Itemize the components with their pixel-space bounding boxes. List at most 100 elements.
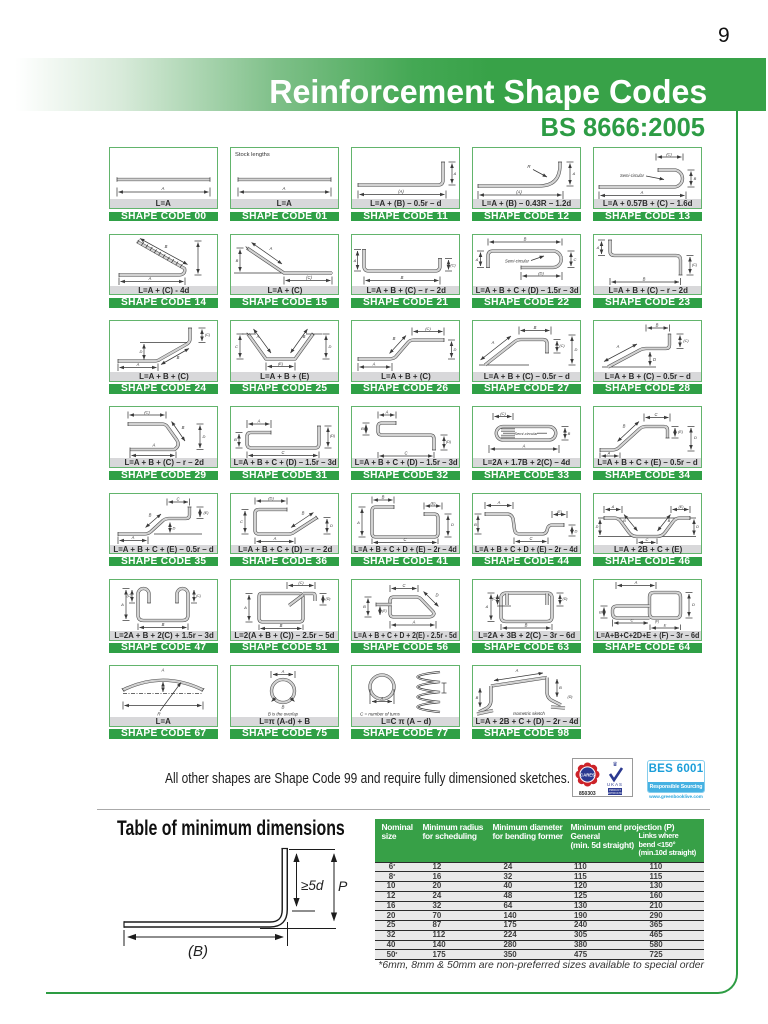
- svg-text:A: A: [380, 696, 384, 701]
- svg-text:A: A: [152, 442, 156, 447]
- svg-text:A: A: [357, 520, 361, 525]
- svg-text:D: D: [692, 602, 695, 607]
- svg-text:B: B: [235, 437, 238, 442]
- svg-text:CARES: CARES: [580, 772, 595, 777]
- svg-text:B: B: [165, 244, 168, 249]
- svg-text:B: B: [364, 604, 367, 609]
- svg-text:B: B: [668, 518, 671, 523]
- svg-text:(C): (C): [493, 597, 497, 601]
- svg-text:(E): (E): [557, 510, 563, 514]
- svg-text:(D): (D): [326, 597, 331, 601]
- svg-text:D: D: [575, 347, 578, 352]
- svg-text:A: A: [244, 605, 248, 610]
- svg-text:(E): (E): [278, 361, 284, 366]
- svg-text:D: D: [451, 522, 454, 527]
- svg-text:(D): (D): [446, 440, 452, 444]
- svg-text:A: A: [257, 418, 261, 423]
- svg-text:(C): (C): [197, 594, 202, 598]
- svg-text:B: B: [534, 325, 537, 330]
- svg-text:(C): (C): [145, 409, 151, 414]
- svg-text:C: C: [282, 450, 286, 455]
- svg-text:(E): (E): [431, 501, 437, 505]
- svg-text:B: B: [302, 511, 305, 516]
- svg-text:D: D: [454, 347, 457, 352]
- svg-text:B: B: [282, 704, 285, 709]
- svg-text:A: A: [161, 186, 165, 191]
- svg-text:Stock lengths: Stock lengths: [235, 152, 270, 158]
- svg-text:Semi-circular: Semi-circular: [515, 430, 539, 435]
- svg-text:A: A: [273, 536, 277, 541]
- svg-text:A: A: [148, 276, 152, 281]
- svg-text:(C): (C): [299, 581, 305, 585]
- svg-text:A: A: [282, 186, 286, 191]
- svg-text:CERTIFICATION: CERTIFICATION: [606, 792, 624, 795]
- svg-text:B: B: [568, 431, 571, 436]
- svg-text:≥5d: ≥5d: [301, 878, 324, 893]
- svg-text:D: D: [653, 357, 656, 362]
- svg-text:E: E: [664, 623, 667, 628]
- svg-text:C: C: [655, 411, 659, 416]
- svg-text:B is the overlap: B is the overlap: [268, 711, 299, 716]
- svg-text:B: B: [694, 176, 697, 181]
- svg-text:A: A: [607, 450, 611, 455]
- svg-text:(F): (F): [655, 620, 659, 624]
- svg-text:B: B: [476, 695, 479, 700]
- svg-text:R: R: [528, 164, 532, 169]
- svg-text:B: B: [149, 513, 152, 518]
- svg-text:(E): (E): [204, 511, 210, 515]
- svg-text:B: B: [303, 334, 306, 339]
- svg-text:(C): (C): [501, 410, 507, 415]
- svg-text:(D): (D): [563, 597, 568, 601]
- svg-text:A: A: [515, 668, 519, 673]
- svg-text:D: D: [697, 525, 700, 529]
- svg-text:B: B: [624, 518, 627, 523]
- svg-text:B: B: [600, 610, 603, 615]
- svg-text:A: A: [475, 257, 479, 262]
- svg-text:B: B: [525, 623, 528, 628]
- svg-text:A: A: [640, 190, 644, 195]
- svg-text:C: C: [631, 618, 634, 623]
- svg-text:(C): (C): [667, 151, 673, 156]
- svg-text:A: A: [136, 362, 140, 367]
- svg-text:(C): (C): [451, 264, 457, 268]
- svg-text:(E): (E): [678, 430, 684, 434]
- svg-text:Isometric sketch: Isometric sketch: [514, 711, 546, 716]
- svg-text:C: C: [574, 257, 577, 262]
- svg-text:(C): (C): [205, 333, 211, 337]
- svg-text:(D): (D): [568, 695, 573, 699]
- svg-text:A: A: [256, 334, 260, 339]
- svg-text:A: A: [121, 602, 125, 607]
- svg-text:(D): (D): [539, 270, 545, 275]
- svg-text:B: B: [393, 336, 396, 341]
- svg-text:B: B: [643, 276, 646, 281]
- svg-text:C: C: [235, 344, 238, 349]
- svg-text:B: B: [177, 355, 180, 360]
- svg-text:D: D: [173, 526, 176, 531]
- svg-text:C: C: [404, 537, 408, 542]
- svg-text:C: C: [646, 537, 649, 542]
- svg-text:D: D: [329, 344, 332, 349]
- svg-text:A: A: [385, 409, 389, 414]
- svg-text:D: D: [596, 525, 599, 529]
- svg-text:(C): (C): [692, 263, 698, 267]
- svg-text:D: D: [436, 593, 439, 598]
- svg-text:B: B: [182, 425, 185, 430]
- svg-text:C: C: [405, 450, 409, 455]
- svg-text:C: C: [403, 583, 407, 588]
- svg-text:A: A: [522, 443, 526, 448]
- svg-text:A: A: [497, 500, 501, 505]
- svg-text:C: C: [177, 496, 181, 501]
- svg-text:(E): (E): [679, 505, 685, 509]
- svg-text:B: B: [280, 623, 283, 628]
- svg-text:A: A: [353, 258, 357, 263]
- svg-text:(C): (C): [560, 344, 566, 348]
- svg-text:B: B: [236, 258, 239, 263]
- svg-text:(A): (A): [517, 189, 523, 194]
- svg-text:A: A: [131, 535, 135, 540]
- svg-text:A: A: [491, 340, 495, 345]
- svg-text:A: A: [453, 171, 457, 176]
- svg-text:(C): (C): [306, 275, 312, 280]
- svg-text:Semi-circular: Semi-circular: [620, 173, 645, 178]
- svg-text:C = number of turns: C = number of turns: [360, 711, 401, 716]
- svg-text:B: B: [656, 323, 659, 328]
